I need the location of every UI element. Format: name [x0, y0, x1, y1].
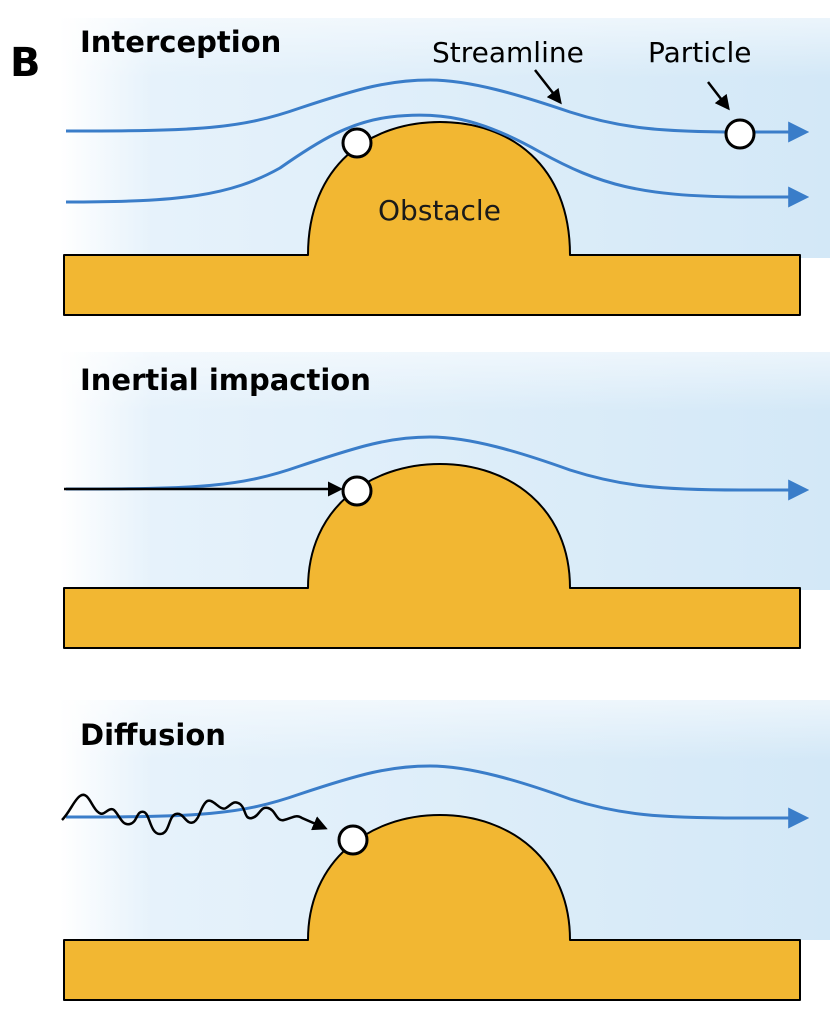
- obstacle: [63, 814, 801, 1001]
- streamline-label: Streamline: [432, 36, 584, 69]
- obstacle: [63, 463, 801, 649]
- particle-free: [724, 118, 756, 150]
- particle-diffused: [337, 824, 369, 856]
- panel-label: B: [10, 40, 41, 86]
- particle-impacted: [341, 475, 373, 507]
- panel-interception: Interception Obstacle Streamline Particl…: [60, 18, 830, 316]
- panel-diffusion: Diffusion: [60, 700, 830, 1001]
- particle-intercepted: [341, 127, 373, 159]
- streamline: [65, 435, 810, 501]
- panel-title: Diffusion: [80, 718, 226, 752]
- streamline-lower: [65, 113, 810, 208]
- streamline-pointer-arrow: [534, 69, 562, 105]
- streamline-upper: [65, 78, 810, 143]
- obstacle-label: Obstacle: [378, 194, 501, 227]
- particle-pointer-arrow: [707, 81, 730, 111]
- panel-title: Inertial impaction: [80, 363, 371, 397]
- obstacle: [63, 121, 801, 316]
- particle-label: Particle: [648, 36, 751, 69]
- streamline: [65, 764, 810, 829]
- brownian-trajectory: [61, 793, 328, 836]
- panel-title: Interception: [80, 25, 281, 59]
- panel-inertial-impaction: Inertial impaction: [60, 352, 830, 649]
